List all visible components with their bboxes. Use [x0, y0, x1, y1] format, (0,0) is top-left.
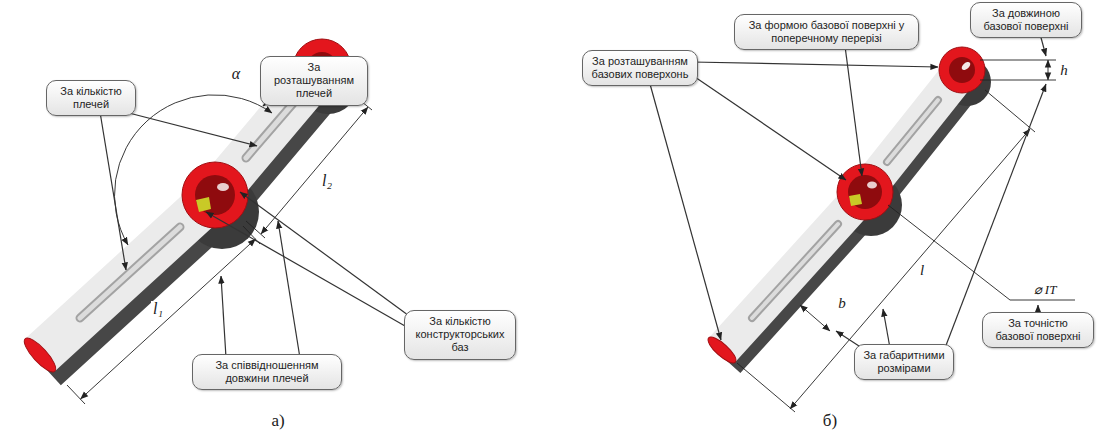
- leader-arrows: [692, 62, 938, 67]
- dimension-lines: [67, 385, 85, 404]
- tolerance-label: ⌀ IT: [1032, 283, 1059, 296]
- callout-text: За кількістю плечей: [53, 85, 129, 111]
- dimension-lines: [261, 107, 368, 234]
- lever-part: [195, 175, 235, 215]
- leader-arrows: [221, 276, 226, 358]
- lever-part: [20, 334, 60, 376]
- lever-part: [80, 227, 180, 318]
- lever-part: [217, 183, 229, 191]
- leader-arrows: [125, 112, 257, 146]
- callout-text: За габаритними розмірами: [861, 349, 947, 375]
- dimension-lines: [114, 95, 272, 245]
- dimension-lines: [980, 80, 1056, 81]
- dimension-lines: [1048, 60, 1049, 80]
- leader-arrows: [883, 309, 890, 348]
- callout-box: За габаритними розмірами: [854, 344, 954, 380]
- dimension-label: l₁: [151, 301, 165, 317]
- lever-part: [722, 70, 962, 350]
- dimension-label: h: [1058, 63, 1070, 78]
- callout-text: За розташуванням базових поверхонь: [589, 55, 691, 81]
- lever-part: [837, 164, 893, 220]
- lever-part: [887, 100, 938, 162]
- callout-box: За співвідношенням довжини плечей: [192, 354, 342, 390]
- lever-part: [867, 182, 877, 189]
- leader-arrows: [100, 112, 126, 270]
- lever-part: [80, 227, 180, 318]
- dimension-lines: [800, 305, 830, 331]
- dimension-lines: [985, 90, 1035, 132]
- callout-text: За точністю базової поверхні: [989, 317, 1087, 343]
- lever-part: [752, 224, 838, 318]
- lever-part: [848, 175, 882, 209]
- lever-part: [752, 224, 838, 318]
- callout-box: За розташуванням плечей: [260, 56, 368, 106]
- lever-part: [939, 47, 985, 93]
- leader-arrows: [206, 212, 412, 330]
- leader-arrows: [650, 34, 1046, 348]
- lever-part: [887, 100, 938, 162]
- callout-box: За формою базової поверхні у поперечному…: [734, 14, 919, 50]
- dimension-label: l₂: [320, 173, 334, 189]
- lever-part: [246, 100, 296, 158]
- figure-caption: а): [269, 412, 286, 429]
- leader-arrows: [845, 46, 862, 176]
- lever-part: [949, 57, 975, 83]
- dimension-lines: [246, 221, 265, 238]
- callout-text: За співвідношенням довжини плечей: [199, 359, 335, 385]
- figure-caption: б): [821, 412, 839, 429]
- callout-text: За формою базової поверхні у поперечному…: [741, 19, 912, 45]
- callout-box: За кількістю конструкторських баз: [404, 310, 516, 360]
- leader-arrows: [650, 84, 721, 340]
- lever-part: [960, 60, 972, 71]
- callout-text: За кількістю конструкторських баз: [411, 315, 509, 355]
- dimension-lines: [737, 60, 1075, 412]
- dimension-lines: [67, 89, 372, 404]
- leader-arrows: [278, 221, 300, 358]
- callout-box: За точністю базової поверхні: [982, 312, 1094, 348]
- lever-part: [196, 197, 211, 212]
- dimension-label: l: [918, 263, 926, 278]
- leader-arrows: [945, 84, 1046, 348]
- callout-box: За розташуванням базових поверхонь: [582, 50, 698, 86]
- lever-part: [705, 47, 991, 367]
- leader-arrows: [692, 75, 846, 180]
- leader-arrows: [100, 88, 412, 358]
- callout-box: За кількістю плечей: [46, 80, 136, 116]
- dimension-lines: [980, 60, 1056, 61]
- callout-text: За довжиною базової поверхні: [977, 7, 1075, 33]
- dimension-lines: [737, 363, 795, 412]
- lever-part: [849, 194, 862, 206]
- dimension-lines: [790, 129, 1030, 409]
- lever-part: [246, 100, 296, 158]
- callout-text: За розташуванням плечей: [267, 61, 361, 101]
- lever-part: [705, 333, 740, 366]
- callout-box: За довжиною базової поверхні: [970, 2, 1082, 38]
- angle-label: α: [230, 66, 242, 82]
- lever-part: [182, 162, 248, 228]
- dimension-label: b: [836, 296, 848, 311]
- leader-arrows: [240, 192, 412, 318]
